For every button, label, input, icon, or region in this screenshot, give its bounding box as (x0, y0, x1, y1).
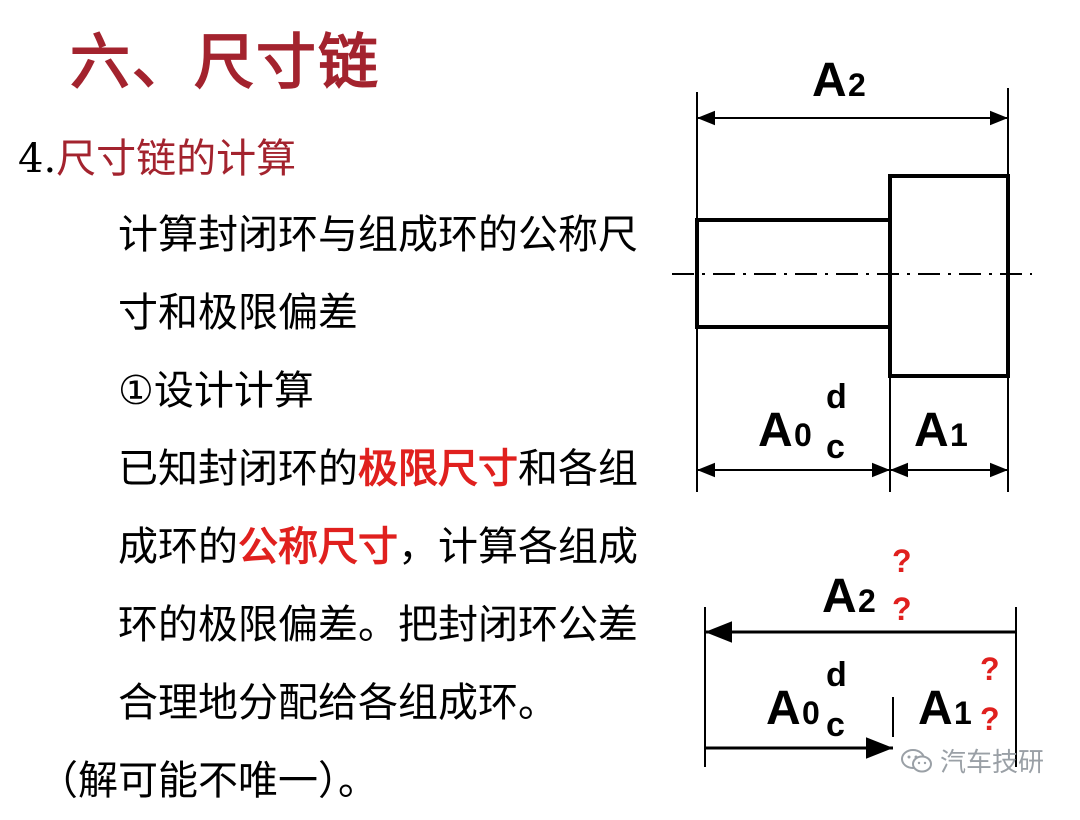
svg-text:A: A (914, 404, 949, 457)
step-label: ①设计计算 (118, 368, 314, 414)
highlight-nominal-size: 公称尺寸 (238, 524, 398, 570)
svg-text:A: A (918, 682, 953, 735)
svg-text:1: 1 (950, 417, 968, 453)
section-heading: 4.尺寸链的计算 (18, 126, 296, 184)
shaft-drawing (672, 88, 1032, 492)
svg-text:2: 2 (848, 67, 866, 103)
highlight-limit-size: 极限尺寸 (358, 446, 518, 492)
wechat-icon (901, 748, 932, 772)
svg-text:?: ? (892, 543, 912, 579)
known-mid: 和各组成环的 (118, 446, 638, 570)
label-a2-bottom: A 2 ? ? (822, 543, 912, 627)
svg-text:?: ? (980, 651, 1000, 687)
watermark: 汽车技研 (900, 742, 1044, 779)
svg-text:0: 0 (802, 695, 820, 731)
svg-text:1: 1 (954, 695, 972, 731)
watermark-text: 汽车技研 (940, 748, 1045, 778)
label-a2-top: A 2 (812, 54, 866, 107)
page-title: 六、尺寸链 (70, 28, 380, 98)
label-a1-top: A 1 (914, 404, 968, 457)
label-a1-bottom: A 1 ? ? (918, 651, 1000, 737)
section-number: 4. (18, 136, 57, 182)
body-text: 计算封闭环与组成环的公称尺寸和极限偏差 ①设计计算 已知封闭环的极限尺寸和各组成… (18, 196, 658, 820)
svg-text:0: 0 (794, 417, 812, 453)
svg-text:?: ? (892, 591, 912, 627)
svg-text:c: c (826, 706, 845, 744)
known-prefix: 已知封闭环的 (118, 446, 358, 492)
note-text: （解可能不唯一）。 (38, 758, 378, 804)
svg-text:2: 2 (858, 583, 876, 619)
label-a0-top: A 0 d c (758, 378, 847, 466)
svg-text:d: d (826, 656, 847, 694)
paragraph-purpose: 计算封闭环与组成环的公称尺寸和极限偏差 (118, 212, 638, 336)
svg-text:c: c (826, 428, 845, 466)
svg-text:A: A (812, 54, 847, 107)
svg-text:A: A (766, 682, 801, 735)
paragraph-known: 已知封闭环的极限尺寸和各组成环的公称尺寸，计算各组成环的极限偏差。把封闭环公差合… (18, 430, 658, 742)
svg-text:A: A (758, 404, 793, 457)
svg-text:d: d (826, 378, 847, 416)
svg-text:?: ? (980, 701, 1000, 737)
svg-text:A: A (822, 570, 857, 623)
chain-diagram (704, 607, 1017, 767)
section-heading-text: 尺寸链的计算 (56, 136, 297, 182)
label-a0-bottom: A 0 d c (766, 656, 847, 744)
known-rest: ，计算各组成环的极限偏差。把封闭环公差合理地分配给各组成环。 (118, 524, 638, 726)
